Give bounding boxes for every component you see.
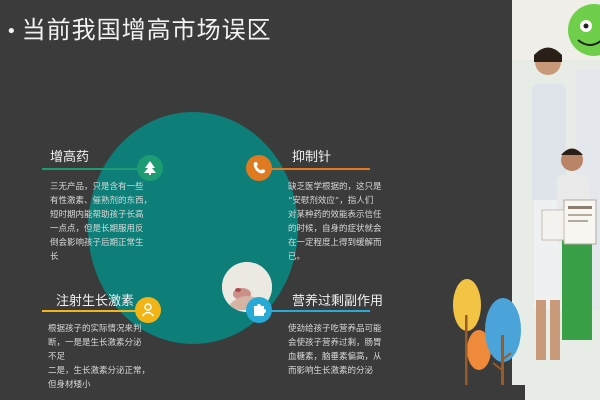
body-line: 不足 — [48, 352, 66, 362]
body-line: 短时期内能帮助孩子长高 — [50, 210, 144, 220]
phone-icon — [246, 155, 272, 181]
body-line: 但身材矮小 — [48, 380, 91, 390]
heading-3: 注射生长激素 — [56, 294, 135, 309]
heading-1: 增高药 — [50, 150, 90, 165]
body-2: 缺乏医学根据的，这只是 “安慰剂效应”，指人们 对某种药的效能表示信任 的时候，… — [288, 180, 398, 264]
heading-2: 抑制针 — [292, 150, 332, 165]
body-line: 的时候，自身的症状就会 — [288, 224, 382, 234]
body-line: “安慰剂效应”，指人们 — [288, 196, 374, 206]
body-line: 对某种药的效能表示信任 — [288, 210, 382, 220]
children-photo — [512, 0, 600, 400]
body-line: 血糖素，脑垂素偏高，从 — [288, 352, 382, 362]
decor-trees — [445, 279, 525, 400]
slide-title-text: 当前我国增高市场误区 — [21, 16, 272, 44]
body-line: 会使孩子营养过剩，肠胃 — [288, 338, 382, 348]
body-line: 断，一是是生长激素分泌 — [48, 338, 142, 348]
body-line: 三无产品，只是含有一些 — [50, 182, 144, 192]
person-icon — [135, 297, 161, 323]
body-line: 根据孩子的实际情况来判 — [48, 324, 142, 334]
puzzle-icon — [246, 297, 272, 323]
body-3: 根据孩子的实际情况来判 断，一是是生长激素分泌 不足 二是，生长激素分泌正常， … — [48, 322, 160, 392]
body-line: 长 — [50, 252, 59, 262]
body-line: 一点点，但是长期服用反 — [50, 224, 144, 234]
tree-icon — [137, 155, 163, 181]
body-line: 使劲给孩子吃营养品可能 — [288, 324, 382, 334]
body-line: 倒会影响孩子后期正常生 — [50, 238, 144, 248]
line-left-bottom — [42, 310, 148, 312]
body-line: 在一定程度上得到缓解而 — [288, 238, 382, 248]
heading-4: 营养过剩副作用 — [292, 294, 384, 309]
body-line: 已。 — [288, 252, 306, 262]
body-4: 使劲给孩子吃营养品可能 会使孩子营养过剩，肠胃 血糖素，脑垂素偏高，从 而影响生… — [288, 322, 400, 378]
line-right-top — [258, 168, 370, 170]
body-line: 二是，生长激素分泌正常， — [48, 366, 151, 376]
slide-title: •当前我国增高市场误区 — [6, 16, 272, 44]
body-line: 缺乏医学根据的，这只是 — [288, 182, 382, 192]
line-right-bottom — [258, 310, 370, 312]
body-line: 而影响生长激素的分泌 — [288, 366, 374, 376]
body-line: 有性激素、催熟剂的东西， — [50, 196, 153, 206]
line-left-top — [42, 168, 150, 170]
body-1: 三无产品，只是含有一些 有性激素、催熟剂的东西， 短时期内能帮助孩子长高 一点点… — [50, 180, 160, 264]
